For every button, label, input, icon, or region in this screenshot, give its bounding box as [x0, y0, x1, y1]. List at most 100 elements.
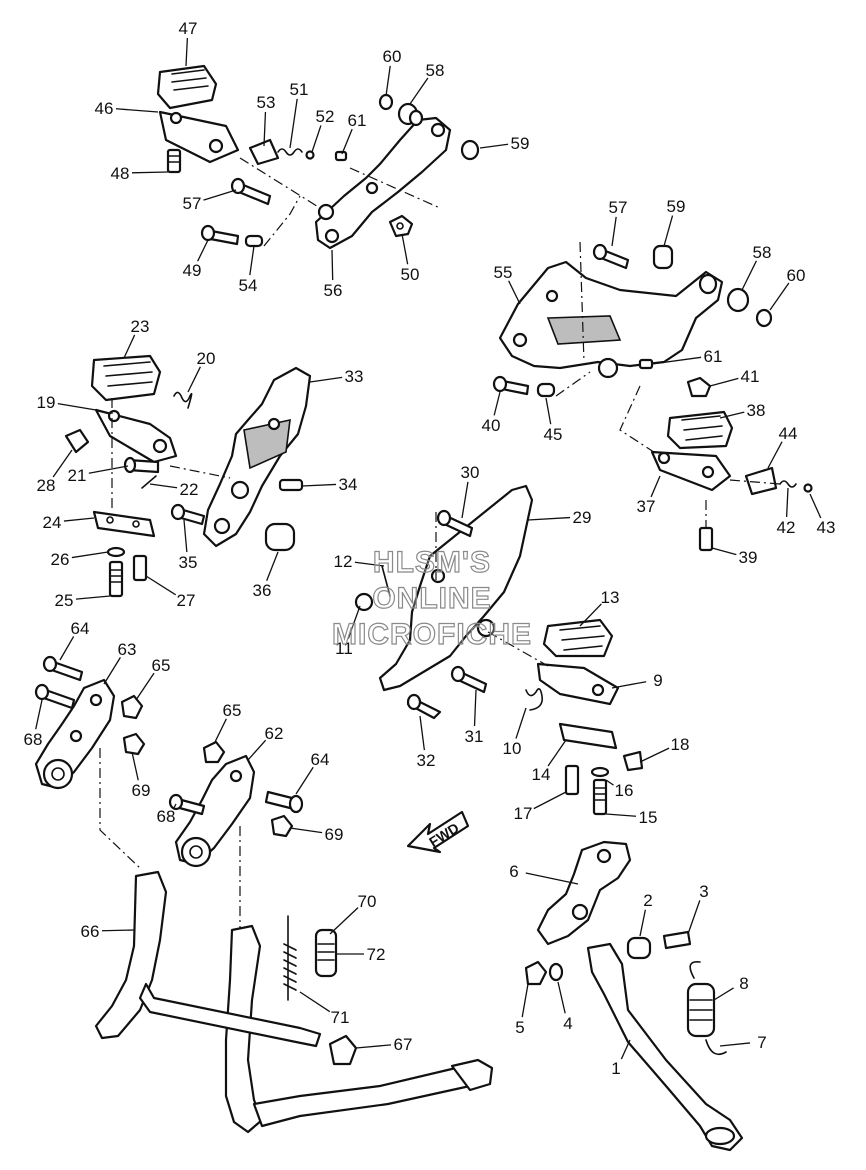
callout-number: 5 [515, 1018, 524, 1037]
leader-line [88, 465, 129, 474]
leader-line [289, 827, 323, 834]
leader-line [145, 575, 177, 596]
callout-number: 69 [132, 781, 151, 800]
callout-number: 14 [532, 765, 551, 784]
callout-number: 57 [183, 194, 202, 213]
callout-number: 18 [671, 735, 690, 754]
leader-line [341, 128, 353, 155]
callout-number: 29 [573, 508, 592, 527]
callout-number: 64 [71, 619, 90, 638]
leader-line [59, 636, 75, 661]
leader-line [263, 111, 267, 147]
callout-number: 13 [601, 588, 620, 607]
leader-line [331, 249, 334, 281]
callout-number: 10 [503, 739, 522, 758]
leader-line [301, 483, 337, 487]
leader-line [651, 356, 702, 365]
callout-number: 63 [118, 640, 137, 659]
leader-line [401, 233, 409, 265]
rider-left-footrest-group [64, 354, 312, 598]
callout-number: 43 [817, 518, 836, 537]
callout-number: 37 [637, 497, 656, 516]
watermark-line-3: MICROFICHE [332, 618, 532, 651]
callout-number: 64 [311, 750, 330, 769]
leader-line [711, 547, 737, 556]
leader-line [611, 216, 617, 247]
leader-line [123, 334, 136, 359]
callout-number: 21 [68, 466, 87, 485]
leader-line [63, 517, 95, 522]
leader-line [103, 657, 121, 685]
leader-line [461, 481, 469, 519]
callout-number: 46 [95, 99, 114, 118]
leader-line [473, 689, 477, 727]
rider-right-footrest-group [156, 64, 480, 250]
callout-number: 2 [643, 891, 652, 910]
leader-line [131, 171, 169, 174]
callout-number: 32 [417, 751, 436, 770]
leader-line [605, 813, 637, 817]
passenger-right-bracket-group [492, 241, 813, 552]
callout-number: 57 [609, 198, 628, 217]
callout-number: 4 [563, 1014, 572, 1033]
callout-number: 69 [325, 825, 344, 844]
leader-line [203, 189, 237, 201]
callout-number: 49 [183, 261, 202, 280]
callout-number: 1 [611, 1059, 620, 1078]
callout-number: 60 [787, 266, 806, 285]
callout-number: 58 [753, 243, 772, 262]
callout-number: 8 [739, 974, 748, 993]
leader-line [557, 981, 566, 1014]
callout-number: 53 [257, 93, 276, 112]
leader-line [385, 65, 391, 97]
leader-line [527, 516, 571, 521]
callout-number: 22 [180, 480, 199, 499]
callout-number: 38 [747, 401, 766, 420]
callout-number: 61 [348, 111, 367, 130]
callout-number: 58 [426, 61, 445, 80]
callout-number: 31 [465, 727, 484, 746]
callout-number: 60 [383, 47, 402, 66]
leader-line [299, 991, 331, 1013]
callout-number: 20 [197, 349, 216, 368]
leader-line [295, 766, 314, 795]
leader-line [149, 483, 178, 489]
callout-number: 55 [494, 263, 513, 282]
callout-number: 6 [509, 862, 518, 881]
leader-line [289, 98, 298, 149]
leader-line [347, 605, 361, 639]
callout-number: 50 [401, 265, 420, 284]
leader-line [741, 260, 757, 291]
leader-line [508, 280, 521, 305]
callout-number: 35 [179, 553, 198, 572]
leader-line [173, 803, 177, 809]
leader-line [713, 987, 734, 1001]
fwd-arrow: FWD [406, 810, 470, 854]
callout-number: 44 [779, 424, 798, 443]
callout-number: 62 [265, 724, 284, 743]
callout-number: 48 [111, 164, 130, 183]
leader-line [266, 551, 279, 582]
callout-number: 11 [335, 639, 353, 658]
leader-line [409, 77, 429, 105]
watermark-line-2: ONLINE [372, 582, 491, 615]
leader-line [135, 672, 155, 701]
callout-number: 66 [81, 922, 100, 941]
callout-number: 16 [615, 781, 634, 800]
leader-line [611, 681, 647, 689]
callout-number: 61 [704, 347, 723, 366]
callout-number: 59 [667, 197, 686, 216]
callout-number: 56 [324, 281, 343, 300]
leader-line [185, 37, 189, 67]
callout-number: 12 [334, 552, 353, 571]
leader-line [71, 551, 109, 559]
callout-number: 24 [43, 513, 62, 532]
callout-number: 39 [739, 548, 758, 567]
callout-number: 27 [177, 591, 196, 610]
callout-number: 26 [51, 550, 70, 569]
leader-line [809, 493, 822, 519]
callout-number: 15 [639, 808, 658, 827]
callout-number: 28 [37, 476, 56, 495]
brake-bracket-group [354, 484, 644, 816]
